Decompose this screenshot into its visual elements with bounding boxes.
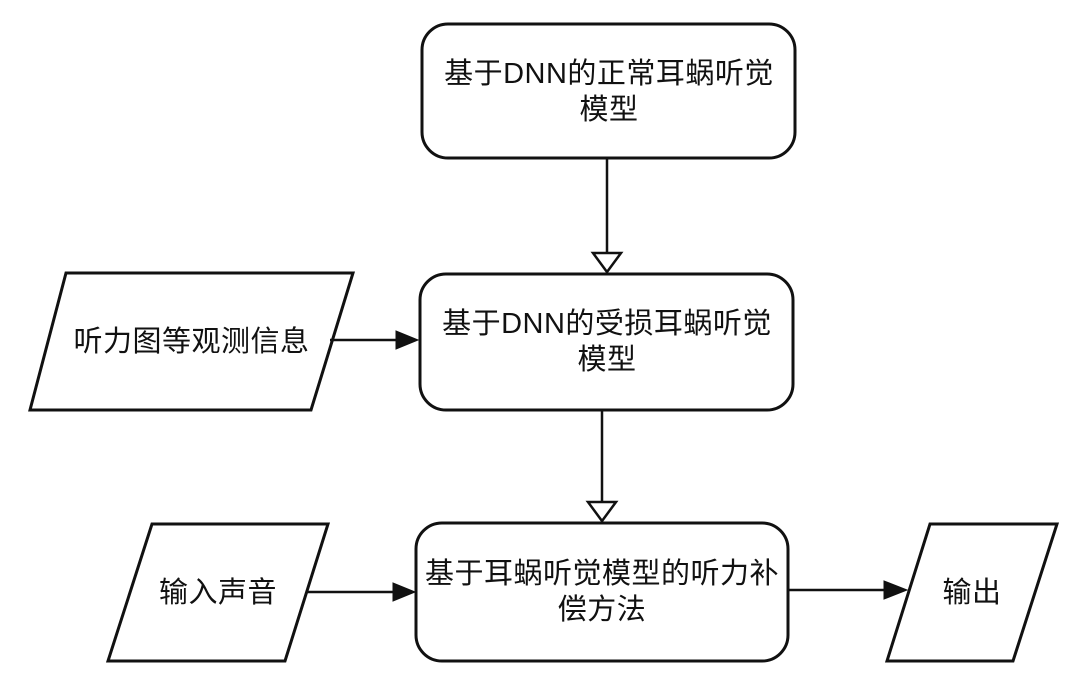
node-audiogram-input-shape [28,271,356,412]
arrow-compensation-to-output-head-icon [883,580,909,600]
arrow-sound-to-compensation-head-icon [392,582,417,602]
node-compensation-method-shape [414,521,790,663]
node-sound-input-shape [105,522,331,663]
arrow-normal-to-impaired-head-icon [590,251,624,275]
arrow-audiogram-to-impaired-head-icon [395,330,420,350]
arrow-impaired-to-compensation-head-icon [585,500,619,524]
node-normal-model-shape [420,22,797,160]
node-output-shape [884,522,1060,663]
node-impaired-model-shape [418,272,795,412]
